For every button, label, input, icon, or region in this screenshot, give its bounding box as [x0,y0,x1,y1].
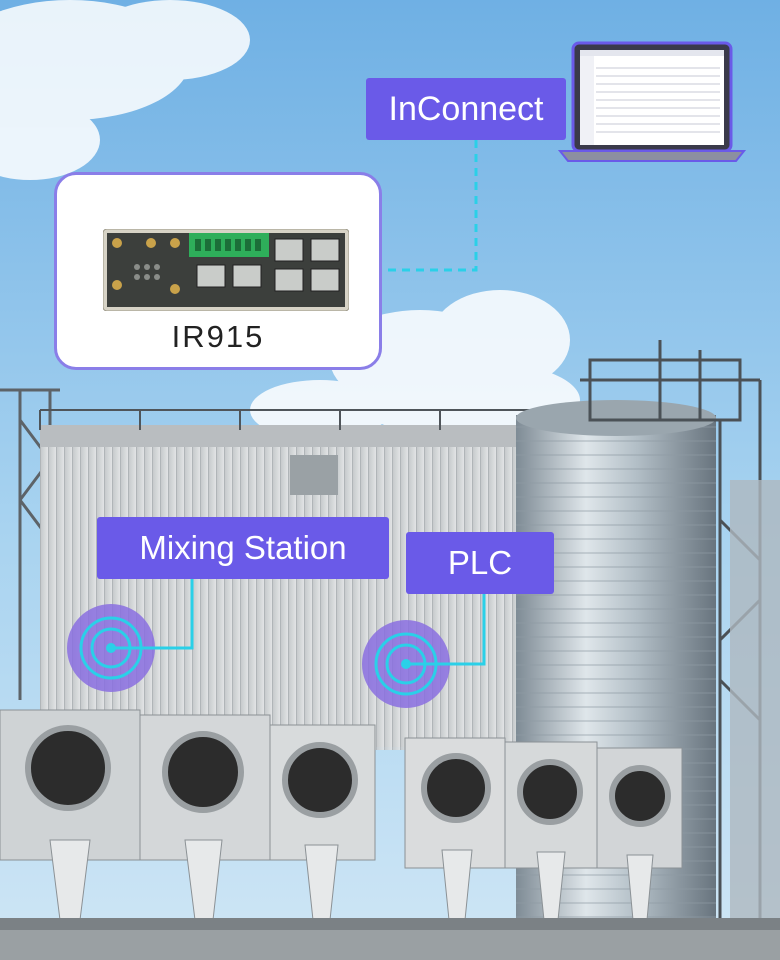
laptop-icon [557,41,747,162]
plc-label: PLC [406,532,554,594]
device-model-label: IR915 [171,319,265,354]
connector-line-dashed [388,140,478,272]
mixing-station-label: Mixing Station [97,517,389,579]
connector-line-mixing [111,579,194,650]
router-device-icon [103,229,349,311]
connector-line-plc [406,594,486,666]
building-roof [40,425,530,447]
roof-railing [39,409,531,430]
lower-frame [0,918,780,930]
inconnect-label: InConnect [366,78,566,140]
collector-units [0,709,683,921]
device-card: IR915 [54,172,382,370]
tower-structure [290,455,338,495]
